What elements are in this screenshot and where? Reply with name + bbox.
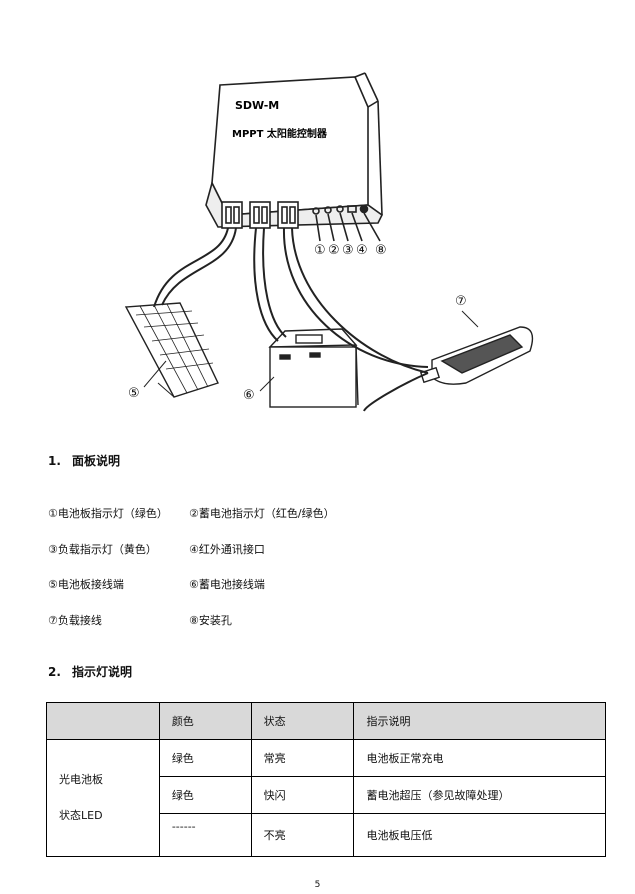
- table-header-cell: 指示说明: [353, 702, 606, 740]
- battery: [268, 328, 359, 408]
- callout-6-leader: [259, 376, 275, 392]
- table-cell: 绿色: [158, 739, 252, 777]
- callout-2: ②: [328, 243, 340, 258]
- group-label-cell: 光电池板 状态LED: [46, 739, 160, 857]
- cables: [153, 227, 429, 412]
- legend-item: ③负载指示灯（黄色）: [48, 543, 157, 556]
- device-title-label: MPPT 太阳能控制器: [232, 127, 328, 140]
- section1-number: 1.: [48, 454, 61, 468]
- table-cell: 快闪: [250, 776, 355, 814]
- callout-4: ④: [356, 243, 368, 258]
- table-header-cell: 状态: [250, 702, 355, 740]
- street-lamp: [419, 326, 534, 385]
- callout-7: ⑦: [455, 294, 467, 309]
- callout-6: ⑥: [243, 388, 255, 403]
- callout-labels: ① ② ③ ④ ⑧ ⑤ ⑥ ⑦: [128, 243, 467, 403]
- table-row: ------ 不亮 电池板电压低: [47, 813, 606, 857]
- table-cell: 不亮: [250, 813, 355, 857]
- device-model-label: SDW-M: [235, 99, 279, 112]
- controller-wiring-figure: SDW-M MPPT 太阳能控制器 ① ② ③ ④ ⑧ ⑤ ⑥ ⑦: [124, 72, 534, 412]
- legend-item: ①电池板指示灯（绿色）: [48, 507, 168, 520]
- section1-heading: 1. 面板说明: [48, 452, 120, 469]
- callout-7-leader: [461, 310, 479, 328]
- table-header-cell: [46, 702, 160, 740]
- table-cell: 蓄电池超压（参见故障处理）: [353, 776, 606, 814]
- group-label-line2: 状态LED: [59, 809, 103, 822]
- solar-panel: [124, 302, 219, 398]
- table-cell: 常亮: [250, 739, 355, 777]
- legend-item: ⑤电池板接线端: [48, 578, 124, 591]
- table-cell: ------: [158, 813, 252, 857]
- callout-8: ⑧: [375, 243, 387, 258]
- legend-item: ⑧安装孔: [189, 614, 232, 627]
- section2-heading: 2. 指示灯说明: [48, 663, 132, 680]
- table-cell: 绿色: [158, 776, 252, 814]
- callout-1: ①: [314, 243, 326, 258]
- controller-box: [205, 72, 384, 242]
- legend-item: ④红外通讯接口: [189, 543, 265, 556]
- legend-item: ⑥蓄电池接线端: [189, 578, 265, 591]
- callout-5-leader: [143, 360, 167, 388]
- indicator-table: 颜色 状态 指示说明 光电池板 状态LED 绿色 常亮 电池板正常充电 绿色 快…: [46, 702, 606, 857]
- legend-item: ⑦负载接线: [48, 614, 102, 627]
- section1-title: 面板说明: [72, 454, 121, 468]
- callout-3: ③: [342, 243, 354, 258]
- table-cell: 电池板正常充电: [353, 739, 606, 777]
- section2-title: 指示灯说明: [72, 665, 133, 679]
- callout-5: ⑤: [128, 386, 140, 401]
- table-header-cell: 颜色: [158, 702, 252, 740]
- legend-item: ②蓄电池指示灯（红色/绿色）: [189, 507, 335, 520]
- table-cell: 电池板电压低: [353, 813, 606, 857]
- page-number: 5: [314, 880, 321, 890]
- group-label-line1: 光电池板: [59, 773, 103, 786]
- table-header-row: 颜色 状态 指示说明: [46, 702, 606, 740]
- table-row: 光电池板 状态LED 绿色 常亮 电池板正常充电: [46, 739, 606, 857]
- section2-number: 2.: [48, 665, 61, 679]
